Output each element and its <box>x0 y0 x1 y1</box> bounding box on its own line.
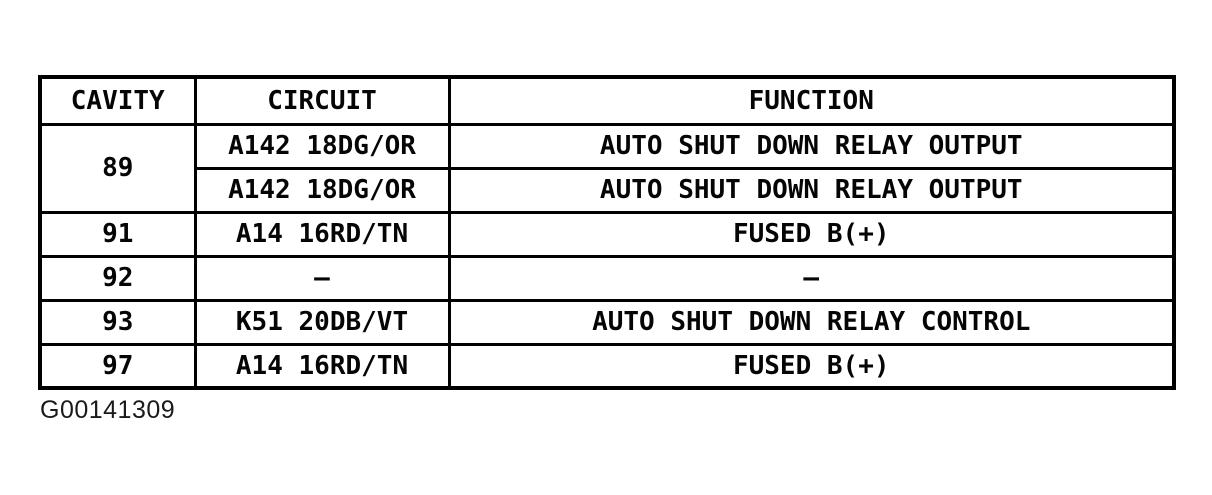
connector-pinout-table: CAVITY CIRCUIT FUNCTION 89 A142 18DG/OR … <box>38 75 1176 390</box>
header-row: CAVITY CIRCUIT FUNCTION <box>38 75 1176 126</box>
circuit-cell: A14 16RD/TN <box>193 342 451 390</box>
column-header-circuit: CIRCUIT <box>193 75 451 126</box>
function-cell: FUSED B(+) <box>447 342 1176 390</box>
table-row: 93 K51 20DB/VT AUTO SHUT DOWN RELAY CONT… <box>38 298 1176 346</box>
circuit-cell: – <box>193 254 451 302</box>
circuit-cell: A142 18DG/OR <box>193 166 451 214</box>
function-cell: AUTO SHUT DOWN RELAY OUTPUT <box>447 166 1176 214</box>
column-header-function: FUNCTION <box>447 75 1176 126</box>
figure-id-label: G00141309 <box>40 396 176 424</box>
function-cell: FUSED B(+) <box>447 210 1176 258</box>
circuit-cell: A14 16RD/TN <box>193 210 451 258</box>
table-row: A142 18DG/OR AUTO SHUT DOWN RELAY OUTPUT <box>40 166 1176 214</box>
function-cell: – <box>447 254 1176 302</box>
circuit-cell: A142 18DG/OR <box>193 122 451 170</box>
column-header-cavity: CAVITY <box>38 75 197 126</box>
table-row: 91 A14 16RD/TN FUSED B(+) <box>38 210 1176 258</box>
cavity-cell: 89 <box>38 122 197 214</box>
cavity-cell: 91 <box>38 210 197 258</box>
cavity-cell: 92 <box>38 254 197 302</box>
table-row: 92 – – <box>38 254 1176 302</box>
table-row: 97 A14 16RD/TN FUSED B(+) <box>38 342 1176 390</box>
cavity-cell: 93 <box>38 298 197 346</box>
cavity-cell: 97 <box>38 342 197 390</box>
circuit-cell: K51 20DB/VT <box>193 298 451 346</box>
function-cell: AUTO SHUT DOWN RELAY OUTPUT <box>447 122 1176 170</box>
function-cell: AUTO SHUT DOWN RELAY CONTROL <box>447 298 1176 346</box>
table-row: 89 A142 18DG/OR AUTO SHUT DOWN RELAY OUT… <box>38 122 1176 214</box>
